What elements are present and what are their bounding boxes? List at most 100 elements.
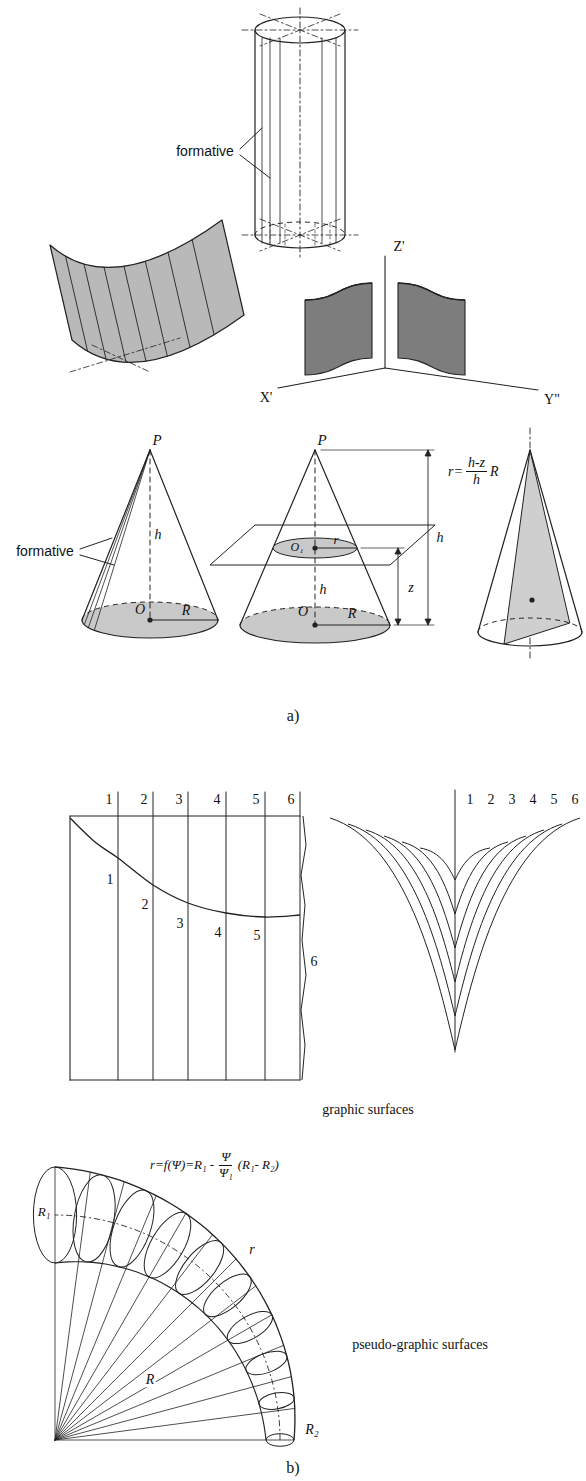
generator-line [124, 266, 146, 361]
leader-line [80, 538, 112, 549]
center-point [529, 597, 534, 602]
center-arc [55, 1215, 280, 1440]
leader-line [240, 155, 270, 178]
fan-line [55, 1377, 291, 1440]
fan-line [55, 1259, 236, 1440]
formula: r=h-zhR [448, 455, 499, 488]
fan-line [55, 1408, 295, 1440]
cone-base-front [240, 625, 390, 643]
dimension-line [428, 450, 429, 625]
axis-line [385, 368, 538, 390]
section-line [153, 792, 154, 1080]
callout-number: 3 [177, 916, 184, 931]
generator-line [66, 256, 88, 351]
callout-number: 6 [311, 954, 318, 969]
callout-number: 1 [467, 792, 474, 807]
section-line [188, 792, 189, 1080]
variable-label: R₁ [37, 1205, 51, 1219]
cross-section-ellipse [33, 1167, 76, 1263]
axis-line [92, 345, 150, 372]
generator-line [88, 450, 150, 628]
hatch-line [315, 224, 316, 246]
generator-line [145, 261, 167, 356]
fan-line [55, 1196, 156, 1440]
variable-label: R₂ [305, 1422, 318, 1437]
center-line [260, 219, 340, 251]
height-line [150, 450, 151, 620]
center-point [312, 622, 317, 627]
waterline-curve [420, 848, 455, 880]
center-point [147, 617, 152, 622]
generator-line [336, 38, 337, 243]
axis-line [278, 368, 385, 388]
cross-section-ellipse [197, 1267, 258, 1324]
hatch-line [330, 224, 331, 246]
waterline-curve [455, 824, 562, 1016]
cross-section-ellipse [167, 1233, 232, 1302]
cylinder-bottom-front [255, 235, 345, 248]
fan-line [55, 1315, 272, 1440]
waterline-curve [366, 830, 455, 982]
cylinder-bottom-back [255, 222, 345, 235]
formula: r=f(Ψ)=R₁ -ΨΨ₁(R₁- R₂) [150, 1150, 279, 1181]
variable-label: P [152, 432, 161, 449]
cross-section-ellipse [258, 1390, 296, 1412]
formula-term: Ψ₁ [217, 1166, 235, 1181]
cone-base-front [478, 632, 582, 646]
variable-label: O [298, 604, 308, 619]
radius-line [315, 625, 390, 626]
axis-label: X' [260, 390, 273, 405]
s-surface-edge [305, 283, 372, 300]
formula-term: R [490, 464, 499, 480]
callout-number: 4 [530, 792, 537, 807]
cutting-plane [210, 525, 435, 565]
radius-line [315, 548, 357, 549]
figure-tag: b) [286, 1459, 299, 1477]
dimension-label: h [437, 530, 444, 545]
frame-line [69, 816, 70, 1080]
callout-number: 6 [572, 792, 579, 807]
variable-label: R [145, 1372, 156, 1387]
dimension-arrowhead [425, 450, 431, 456]
waterline-curve [455, 830, 544, 982]
section-line [300, 792, 301, 1080]
formula-term: (R₁- R₂) [238, 1158, 279, 1173]
outer-contour [55, 1167, 295, 1440]
callout-number: 4 [214, 792, 221, 807]
variable-label: O [135, 602, 145, 617]
s-surface-edge [398, 283, 465, 300]
cone-base-front [82, 620, 218, 638]
variable-label: r [249, 1242, 254, 1257]
generator-line [94, 450, 150, 630]
waterline-curve [348, 824, 455, 1016]
cone-side [240, 450, 315, 625]
center-line [260, 219, 340, 251]
cross-section-ellipse [243, 1346, 290, 1379]
callout-number: 3 [509, 792, 516, 807]
radius-line [150, 620, 218, 621]
variable-label: O₁ [291, 541, 304, 554]
cross-section-ellipse [101, 1184, 163, 1272]
waterline-curve [330, 818, 455, 1050]
generator-line [168, 252, 190, 347]
fan-line [55, 1235, 213, 1440]
part-label: formative [176, 144, 234, 159]
fan-line [55, 1167, 56, 1440]
cross-section-ellipse [67, 1171, 122, 1265]
axis-line [300, 8, 301, 258]
figure-tag: a) [287, 707, 299, 725]
cone-side [82, 450, 150, 620]
center-point [312, 545, 317, 550]
cross-section-ellipse [266, 1434, 294, 1447]
cylinder-side [344, 30, 345, 235]
dimension-arrowhead [395, 619, 401, 625]
fan-line [55, 1172, 90, 1440]
axis-line [384, 256, 385, 368]
dimension-arrowhead [395, 548, 401, 554]
fan-line [55, 1345, 284, 1440]
cylindrical-sheet [50, 220, 244, 362]
fan-line [55, 1440, 294, 1441]
callout-number: 6 [288, 792, 295, 807]
fraction: h-zh [466, 455, 487, 488]
callout-number: 2 [141, 792, 148, 807]
